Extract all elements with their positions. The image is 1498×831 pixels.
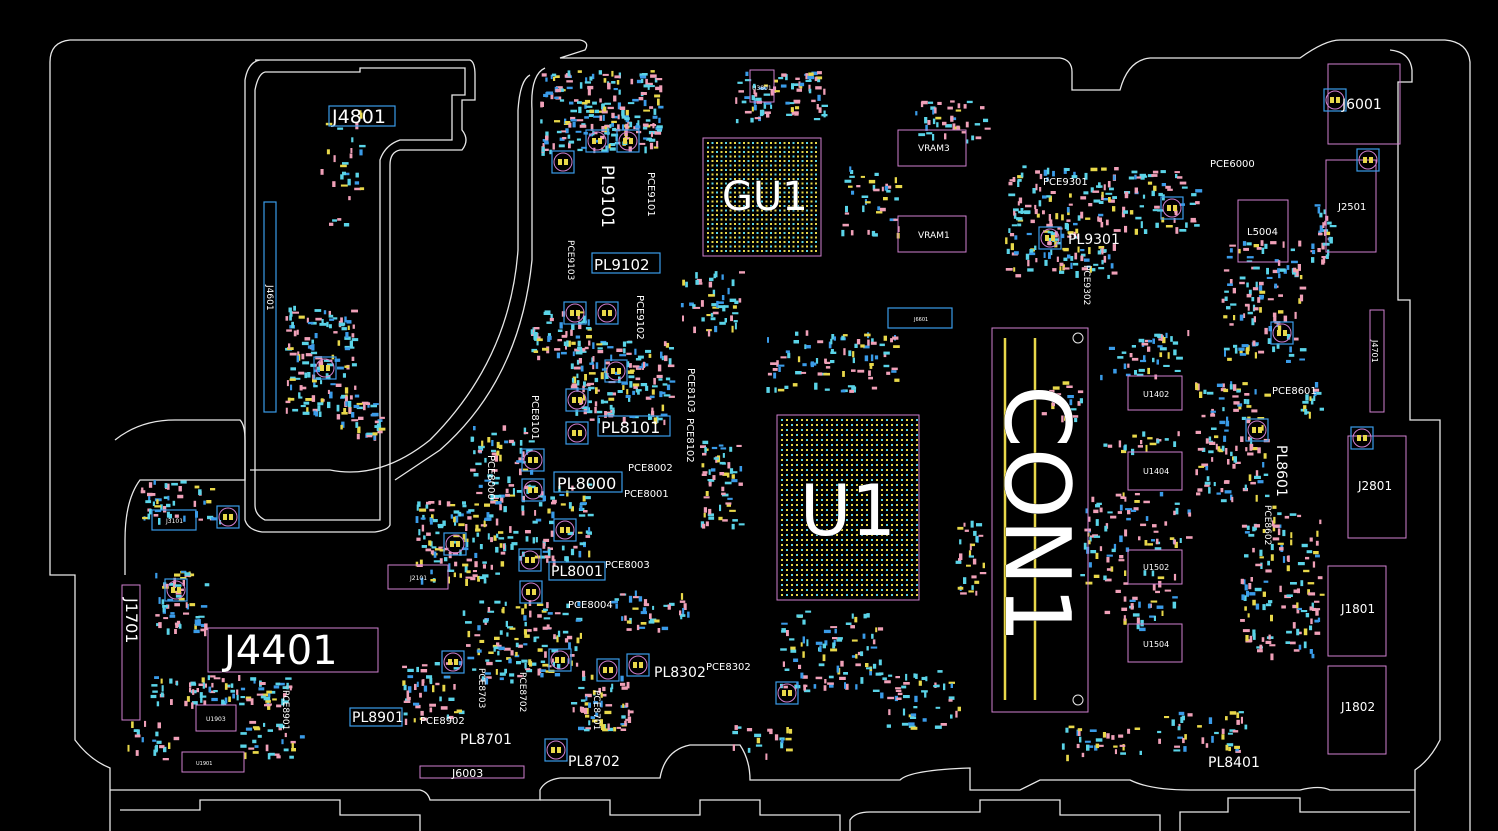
label-pl8302: PL8302	[654, 665, 706, 681]
board-outline	[49, 39, 1471, 831]
label-pl8701: PL8701	[460, 732, 512, 748]
label-u1901: U1901	[196, 761, 212, 767]
vram-chips[interactable]	[897, 129, 967, 253]
label-pl8601: PL8601	[1273, 445, 1289, 497]
label-pce8002: PCE8002	[628, 463, 673, 474]
label-j1801: J1801	[1340, 602, 1375, 616]
power-inductors	[164, 88, 1380, 762]
label-j6601: J6601	[913, 317, 928, 323]
label-j4801: J4801	[331, 106, 386, 128]
label-gu1: GU1	[722, 174, 808, 220]
label-j2501: J2501	[1337, 202, 1366, 213]
label-pce8701: PCE8701	[591, 690, 601, 730]
connector-con1[interactable]	[991, 327, 1089, 713]
ram-chips[interactable]	[1127, 375, 1183, 663]
label-pce8003: PCE8003	[605, 560, 650, 571]
label-pce8101: PCE8101	[529, 395, 540, 440]
label-pce9101: PCE9101	[645, 172, 656, 217]
label-u1903: U1903	[206, 716, 226, 723]
label-pl9301: PL9301	[1068, 232, 1120, 248]
label-pl9101: PL9101	[597, 165, 617, 228]
label-pl8901: PL8901	[352, 710, 404, 726]
label-pce8302: PCE8302	[706, 662, 751, 673]
label-j4601: J4601	[264, 284, 274, 311]
label-pce8000: PCE8000	[485, 455, 496, 500]
label-vram3: VRAM3	[918, 144, 950, 154]
label-pl8000: PL8000	[557, 474, 616, 493]
label-j6001: J6001	[1341, 97, 1382, 113]
label-pce8702: PCE8702	[517, 672, 527, 712]
label-pce8703: PCE8703	[476, 668, 486, 708]
label-pce8902: PCE8902	[420, 716, 465, 727]
designator-labels: J4801 GU1 PL9101 PL9102 PCE9101 PCE9103 …	[122, 85, 1392, 780]
bga-u1[interactable]	[776, 414, 920, 601]
label-j3101: J3101	[165, 518, 183, 525]
label-pce9301: PCE9301	[1043, 177, 1088, 188]
component-pads	[127, 70, 1337, 762]
label-j4401: J4401	[221, 628, 338, 674]
label-u1: U1	[800, 470, 896, 552]
label-pl8001: PL8001	[551, 564, 603, 580]
label-pce6000: PCE6000	[1210, 159, 1255, 170]
label-pl9102: PL9102	[594, 256, 650, 274]
label-vram1: VRAM1	[918, 231, 950, 241]
bga-gu1[interactable]	[702, 137, 822, 257]
label-j1701: J1701	[122, 597, 141, 643]
label-con1: CON1	[984, 385, 1089, 643]
label-pce8102: PCE8102	[684, 418, 695, 463]
label-pce8601: PCE8601	[1272, 386, 1317, 397]
label-j6003: J6003	[451, 767, 483, 780]
label-pce8602: PCE8602	[1262, 505, 1272, 545]
label-j2101: J2101	[409, 575, 427, 582]
label-u3801: U3801	[752, 85, 772, 92]
label-pce8001: PCE8001	[624, 489, 669, 500]
label-pce9103: PCE9103	[565, 240, 575, 280]
right-side-connectors[interactable]	[1237, 63, 1407, 755]
label-pce8103: PCE8103	[685, 368, 696, 413]
label-pl8101: PL8101	[601, 418, 660, 437]
label-u1504: U1504	[1143, 640, 1169, 649]
label-j4701: J4701	[1370, 339, 1379, 363]
label-pce9302: PCE9302	[1081, 265, 1091, 305]
label-pce9102: PCE9102	[634, 295, 645, 340]
label-pl8401: PL8401	[1208, 755, 1260, 771]
label-u1402: U1402	[1143, 390, 1169, 399]
label-pl8702: PL8702	[568, 754, 620, 770]
left-side-connectors[interactable]	[121, 69, 953, 779]
label-pce8004: PCE8004	[568, 600, 613, 611]
label-pce8901: PCE8901	[280, 690, 290, 730]
label-j1802: J1802	[1340, 700, 1375, 714]
label-j2801: J2801	[1357, 479, 1392, 493]
label-u1404: U1404	[1143, 467, 1169, 476]
label-l5004: L5004	[1247, 227, 1278, 238]
label-u1502: U1502	[1143, 563, 1169, 572]
